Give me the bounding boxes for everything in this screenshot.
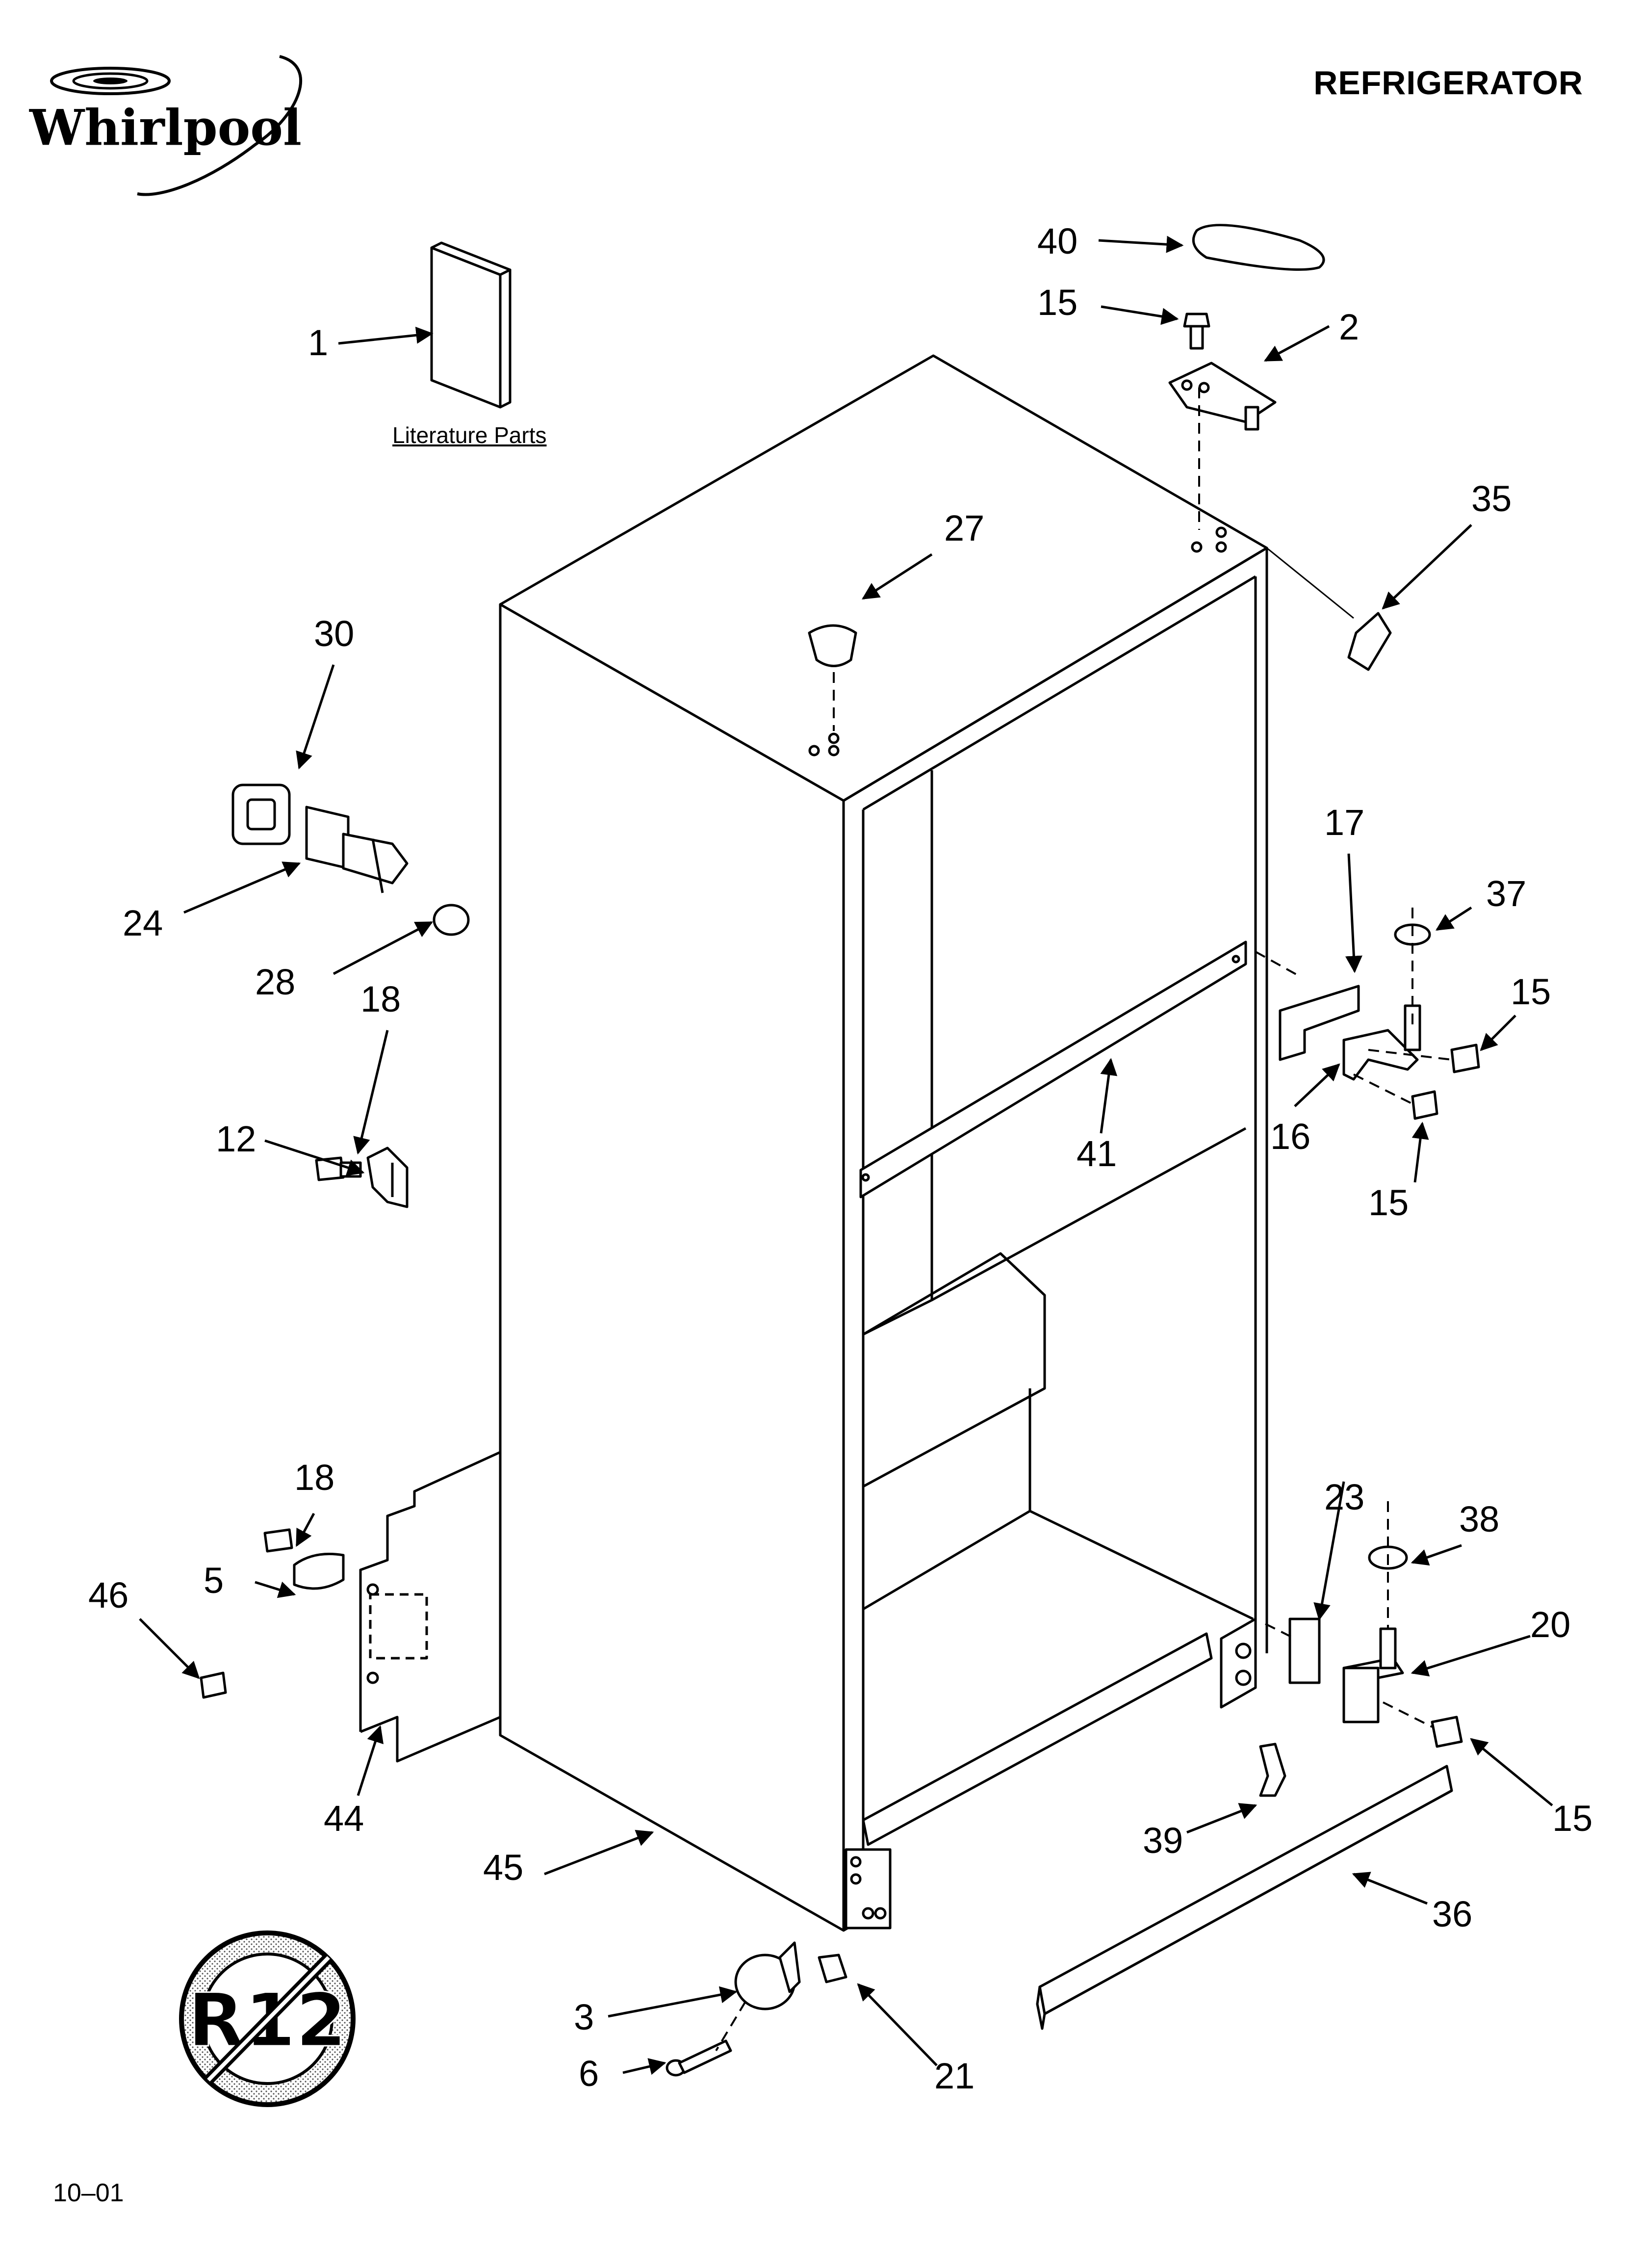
clip-12 — [366, 1147, 409, 1208]
callout-45: 45 — [483, 1847, 524, 1888]
brand-wordmark: Whirlpool — [29, 99, 302, 156]
callout-28: 28 — [255, 962, 296, 1002]
callout-35: 35 — [1471, 478, 1512, 519]
bottom-hinge-20 — [1342, 1627, 1404, 1723]
shim-23 — [1288, 1617, 1321, 1684]
clamp-5 — [293, 1553, 345, 1590]
screw-15-bottom — [1431, 1716, 1463, 1748]
callout-38: 38 — [1459, 1499, 1500, 1539]
callout-16: 16 — [1270, 1116, 1311, 1157]
callout-30: 30 — [314, 613, 355, 654]
callout-6: 6 — [579, 2053, 599, 2094]
screw-18-lower — [263, 1528, 293, 1553]
center-rail-41 — [859, 940, 1247, 1199]
whirlpool-logo: Whirlpool — [29, 55, 303, 196]
literature-book-1 — [430, 241, 512, 409]
base-grille-36 — [1036, 1765, 1453, 2030]
callout-20: 20 — [1530, 1604, 1571, 1645]
clip-39 — [1259, 1743, 1286, 1797]
callout-44: 44 — [324, 1798, 364, 1839]
plug-27 — [808, 624, 857, 667]
leveler-3 — [734, 1941, 801, 2010]
callout-39: 39 — [1143, 1820, 1183, 1861]
callout-1: 1 — [308, 322, 329, 363]
grommet-28 — [433, 904, 470, 936]
shaft-24 — [305, 806, 409, 893]
cabinet-45 — [499, 354, 1268, 1932]
cover-35 — [1347, 612, 1392, 671]
shim-17 — [1279, 985, 1360, 1061]
screw-15-lower — [1411, 1090, 1438, 1120]
revision-code: 10–01 — [53, 2179, 124, 2207]
screw-21 — [818, 1954, 847, 1983]
callout-41: 41 — [1077, 1133, 1117, 1174]
callout-17: 17 — [1324, 802, 1365, 843]
callout-15-right: 15 — [1511, 971, 1551, 1012]
screw-15-right — [1450, 1043, 1480, 1073]
leader-arrows — [139, 235, 1553, 2075]
callout-21: 21 — [934, 2056, 975, 2096]
callout-36: 36 — [1432, 1894, 1473, 1934]
page-title: REFRIGERATOR — [1313, 64, 1583, 102]
callout-23: 23 — [1324, 1477, 1365, 1517]
hinge-cover-40 — [1192, 224, 1325, 271]
center-hinge-16 — [1342, 1004, 1421, 1081]
callout-12: 12 — [216, 1119, 257, 1159]
no-r12-badge: R12 — [179, 1930, 356, 2107]
part-35-leader — [1266, 547, 1354, 619]
callout-37: 37 — [1486, 873, 1527, 914]
assembly-lines — [715, 388, 1452, 2052]
callout-5: 5 — [204, 1560, 224, 1601]
top-hinge-2 — [1168, 362, 1277, 431]
bracket-44 — [359, 1451, 501, 1763]
callout-40: 40 — [1037, 221, 1078, 261]
callout-46: 46 — [88, 1575, 129, 1616]
callout-18-lower: 18 — [294, 1457, 335, 1498]
callout-2: 2 — [1339, 307, 1360, 347]
callout-15-top: 15 — [1037, 282, 1078, 323]
callout-18-upper: 18 — [360, 979, 401, 1019]
escutcheon-30 — [231, 783, 291, 845]
literature-parts-label: Literature Parts — [392, 422, 547, 448]
screw-15-top — [1183, 313, 1210, 350]
screw-46 — [200, 1671, 227, 1699]
callout-15-lower: 15 — [1368, 1182, 1409, 1223]
callout-15-bottom: 15 — [1552, 1798, 1593, 1839]
pin-6 — [666, 2039, 732, 2077]
callout-27: 27 — [944, 508, 985, 548]
callout-24: 24 — [123, 903, 163, 943]
callout-3: 3 — [574, 1997, 594, 2037]
